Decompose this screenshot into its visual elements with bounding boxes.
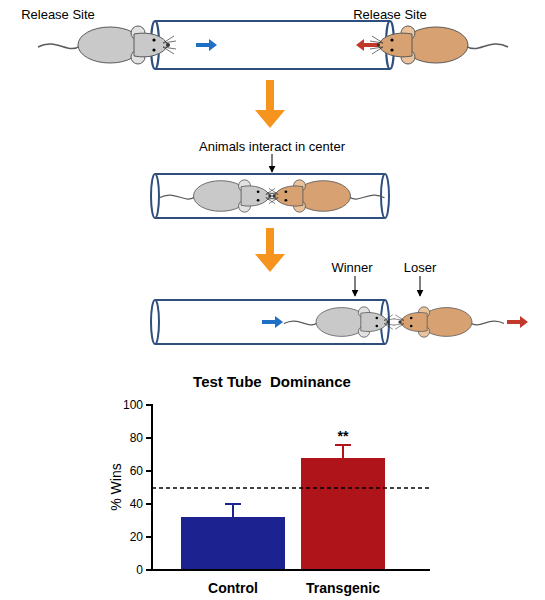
tick-label: 40 xyxy=(130,498,143,510)
chance-line xyxy=(152,487,430,489)
transgenic-bar xyxy=(301,458,385,570)
winner-label: Winner xyxy=(331,261,372,274)
brown-mouse xyxy=(267,180,384,212)
pointer-arrow xyxy=(355,276,356,296)
pointer-arrow xyxy=(420,276,421,296)
grey-mouse xyxy=(160,180,277,212)
step-label: Animals interact in center xyxy=(199,140,345,153)
brown-mouse xyxy=(394,307,504,337)
chart-title: Test Tube Dominance xyxy=(193,374,351,389)
release-site-label: Release Site xyxy=(353,8,427,21)
category-label: Transgenic xyxy=(306,581,380,595)
release-site-label: Release Site xyxy=(21,8,95,21)
error-bar xyxy=(225,504,241,517)
loser-label: Loser xyxy=(404,261,437,274)
control-bar xyxy=(181,517,285,570)
test-tube xyxy=(151,21,394,69)
direction-arrow xyxy=(356,39,377,51)
significance-mark: ** xyxy=(338,429,349,443)
direction-arrow xyxy=(507,316,528,328)
tick-label: 60 xyxy=(130,465,143,477)
direction-arrow xyxy=(196,39,217,51)
axis xyxy=(146,404,430,571)
step-arrow xyxy=(255,228,285,272)
direction-arrow xyxy=(262,316,283,328)
pointer-arrow xyxy=(272,154,273,172)
tick-label: 20 xyxy=(130,531,143,543)
tick-label: 0 xyxy=(136,564,143,576)
grey-mouse xyxy=(284,307,394,337)
tick-label: 80 xyxy=(130,432,143,444)
grey-mouse xyxy=(38,26,176,64)
error-bar xyxy=(335,445,351,458)
brown-mouse xyxy=(370,26,508,64)
step-arrow xyxy=(255,80,285,128)
category-label: Control xyxy=(208,581,258,595)
axis-title: % Wins xyxy=(109,463,123,510)
test-tube xyxy=(151,174,389,218)
tick-label: 100 xyxy=(123,399,143,411)
